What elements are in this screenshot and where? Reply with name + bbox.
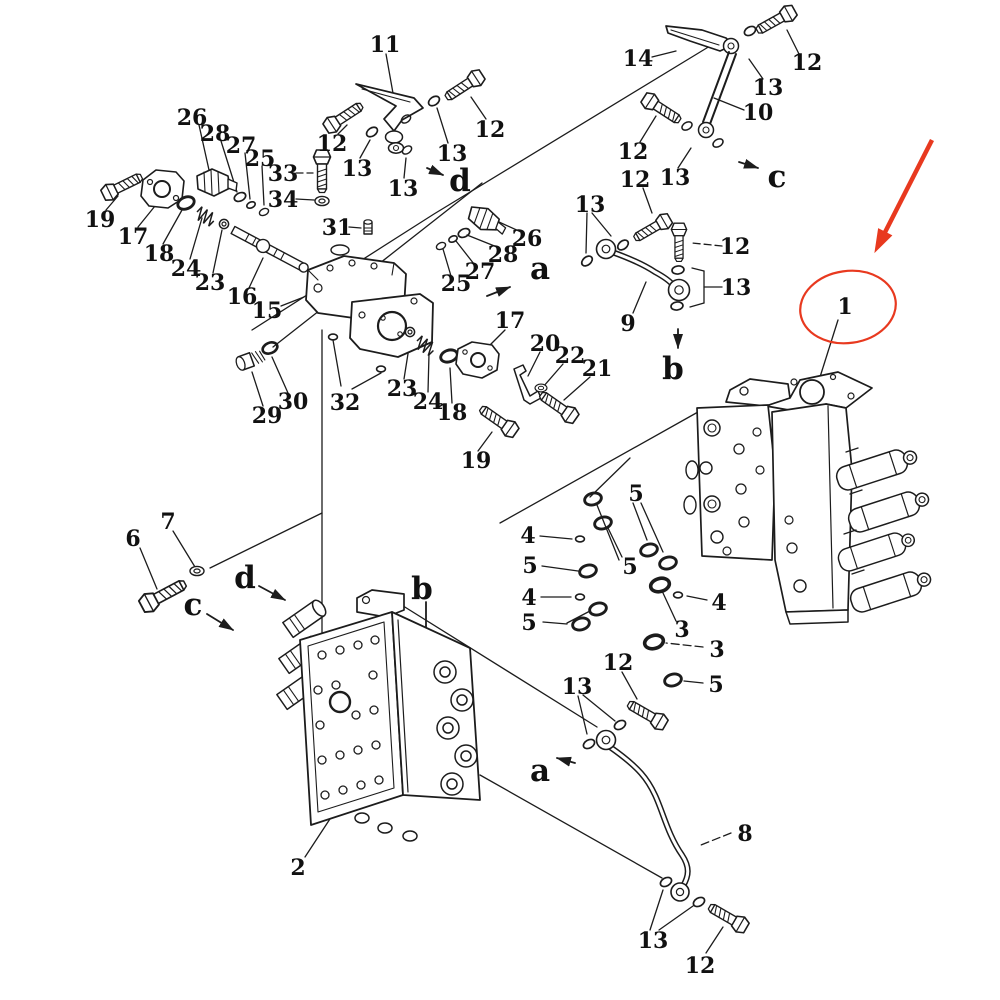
assembly-lever-11 bbox=[320, 66, 488, 157]
part-callout-34: 34 bbox=[268, 187, 299, 213]
assembly-bolt-33-34 bbox=[312, 149, 373, 235]
part-callout-28: 28 bbox=[488, 242, 519, 268]
part-callout-32: 32 bbox=[330, 390, 361, 416]
part-callout-21: 21 bbox=[582, 356, 613, 382]
part-callout-16: 16 bbox=[227, 284, 258, 310]
part-callout-5: 5 bbox=[522, 553, 537, 579]
part-callout-13: 13 bbox=[638, 928, 669, 954]
part-callout-13: 13 bbox=[437, 141, 468, 167]
assembly-plug-29-30 bbox=[235, 338, 281, 371]
part-callout-25: 25 bbox=[441, 271, 472, 297]
part-callout-26: 26 bbox=[512, 226, 543, 252]
part-callout-2: 2 bbox=[290, 855, 305, 881]
part-callout-28: 28 bbox=[200, 121, 231, 147]
part-callout-12: 12 bbox=[618, 139, 649, 165]
part-callout-19: 19 bbox=[461, 448, 492, 474]
part-callout-5: 5 bbox=[622, 554, 637, 580]
section-letter-d: d bbox=[234, 560, 256, 596]
section-letter-a: a bbox=[530, 251, 550, 287]
section-letter-d: d bbox=[449, 163, 471, 199]
part-callout-17: 17 bbox=[495, 308, 526, 334]
part-callout-18: 18 bbox=[437, 400, 468, 426]
red-pointer-arrow-line bbox=[875, 138, 935, 248]
assembly-lever-14-link-10 bbox=[638, 1, 800, 150]
part-callout-27: 27 bbox=[226, 133, 257, 159]
assembly-spool-left bbox=[98, 168, 309, 273]
part-callout-12: 12 bbox=[317, 131, 348, 157]
part-callout-11: 11 bbox=[370, 32, 401, 58]
assembly-relief-left bbox=[196, 168, 271, 218]
assembly-pilot-valve-15 bbox=[305, 244, 434, 373]
section-letter-b: b bbox=[411, 571, 433, 607]
part-callout-27: 27 bbox=[465, 259, 496, 285]
assembly-pipe-9 bbox=[578, 210, 691, 312]
part-callout-13: 13 bbox=[388, 176, 419, 202]
part-callout-29: 29 bbox=[252, 403, 283, 429]
part-callout-12: 12 bbox=[685, 953, 716, 979]
part-callout-5: 5 bbox=[628, 481, 643, 507]
red-annotations bbox=[799, 138, 935, 345]
part-callout-24: 24 bbox=[171, 256, 202, 282]
part-callout-12: 12 bbox=[620, 167, 651, 193]
part-callout-18: 18 bbox=[144, 241, 175, 267]
part-callout-5: 5 bbox=[521, 610, 536, 636]
part-callout-23: 23 bbox=[195, 270, 226, 296]
part-callout-24: 24 bbox=[413, 389, 444, 415]
part-callout-4: 4 bbox=[520, 523, 535, 549]
part-callout-14: 14 bbox=[623, 46, 654, 72]
part-callout-12: 12 bbox=[720, 234, 751, 260]
part-callout-22: 22 bbox=[555, 343, 586, 369]
part-callout-12: 12 bbox=[792, 50, 823, 76]
assembly-main-valve-1 bbox=[683, 371, 935, 625]
callout-labels: 111213131213d262827253334311917182423161… bbox=[85, 32, 853, 979]
part-callout-12: 12 bbox=[603, 650, 634, 676]
part-callout-9: 9 bbox=[620, 311, 635, 337]
part-callout-4: 4 bbox=[521, 585, 536, 611]
part-callout-3: 3 bbox=[674, 617, 689, 643]
part-callout-17: 17 bbox=[118, 224, 149, 250]
part-callout-23: 23 bbox=[387, 376, 418, 402]
part-callout-13: 13 bbox=[753, 75, 784, 101]
part-callout-15: 15 bbox=[252, 298, 283, 324]
part-callout-30: 30 bbox=[278, 389, 309, 415]
part-callout-26: 26 bbox=[177, 105, 208, 131]
assembly-relief-right bbox=[434, 206, 507, 252]
assembly-main-valve-2 bbox=[276, 589, 481, 842]
part-callout-13: 13 bbox=[342, 156, 373, 182]
section-letter-b: b bbox=[662, 351, 684, 387]
part-callout-13: 13 bbox=[721, 275, 752, 301]
assembly-detent-kit-right bbox=[404, 326, 582, 441]
part-callout-1: 1 bbox=[837, 294, 852, 320]
part-callout-31: 31 bbox=[322, 215, 353, 241]
part-callout-10: 10 bbox=[743, 100, 774, 126]
part-callout-7: 7 bbox=[160, 509, 175, 535]
part-callout-33: 33 bbox=[268, 161, 299, 187]
leader-lines bbox=[105, 29, 839, 954]
part-callout-3: 3 bbox=[709, 637, 724, 663]
part-callout-19: 19 bbox=[85, 207, 116, 233]
part-callout-6: 6 bbox=[125, 526, 140, 552]
red-highlight-ellipse bbox=[799, 269, 897, 345]
section-letter-c: c bbox=[184, 587, 203, 623]
part-callout-12: 12 bbox=[475, 117, 506, 143]
section-letter-c: c bbox=[768, 159, 787, 195]
red-pointer-arrowhead bbox=[874, 228, 893, 254]
part-callout-4: 4 bbox=[711, 590, 726, 616]
part-callout-13: 13 bbox=[575, 192, 606, 218]
part-callout-8: 8 bbox=[737, 821, 752, 847]
part-callout-20: 20 bbox=[530, 331, 561, 357]
part-callout-5: 5 bbox=[708, 672, 723, 698]
part-callout-13: 13 bbox=[562, 674, 593, 700]
section-letter-a: a bbox=[530, 753, 550, 789]
part-callout-25: 25 bbox=[245, 146, 276, 172]
part-callout-13: 13 bbox=[660, 165, 691, 191]
section-arrows bbox=[206, 159, 759, 767]
assembly-pipe-8 bbox=[580, 695, 752, 937]
